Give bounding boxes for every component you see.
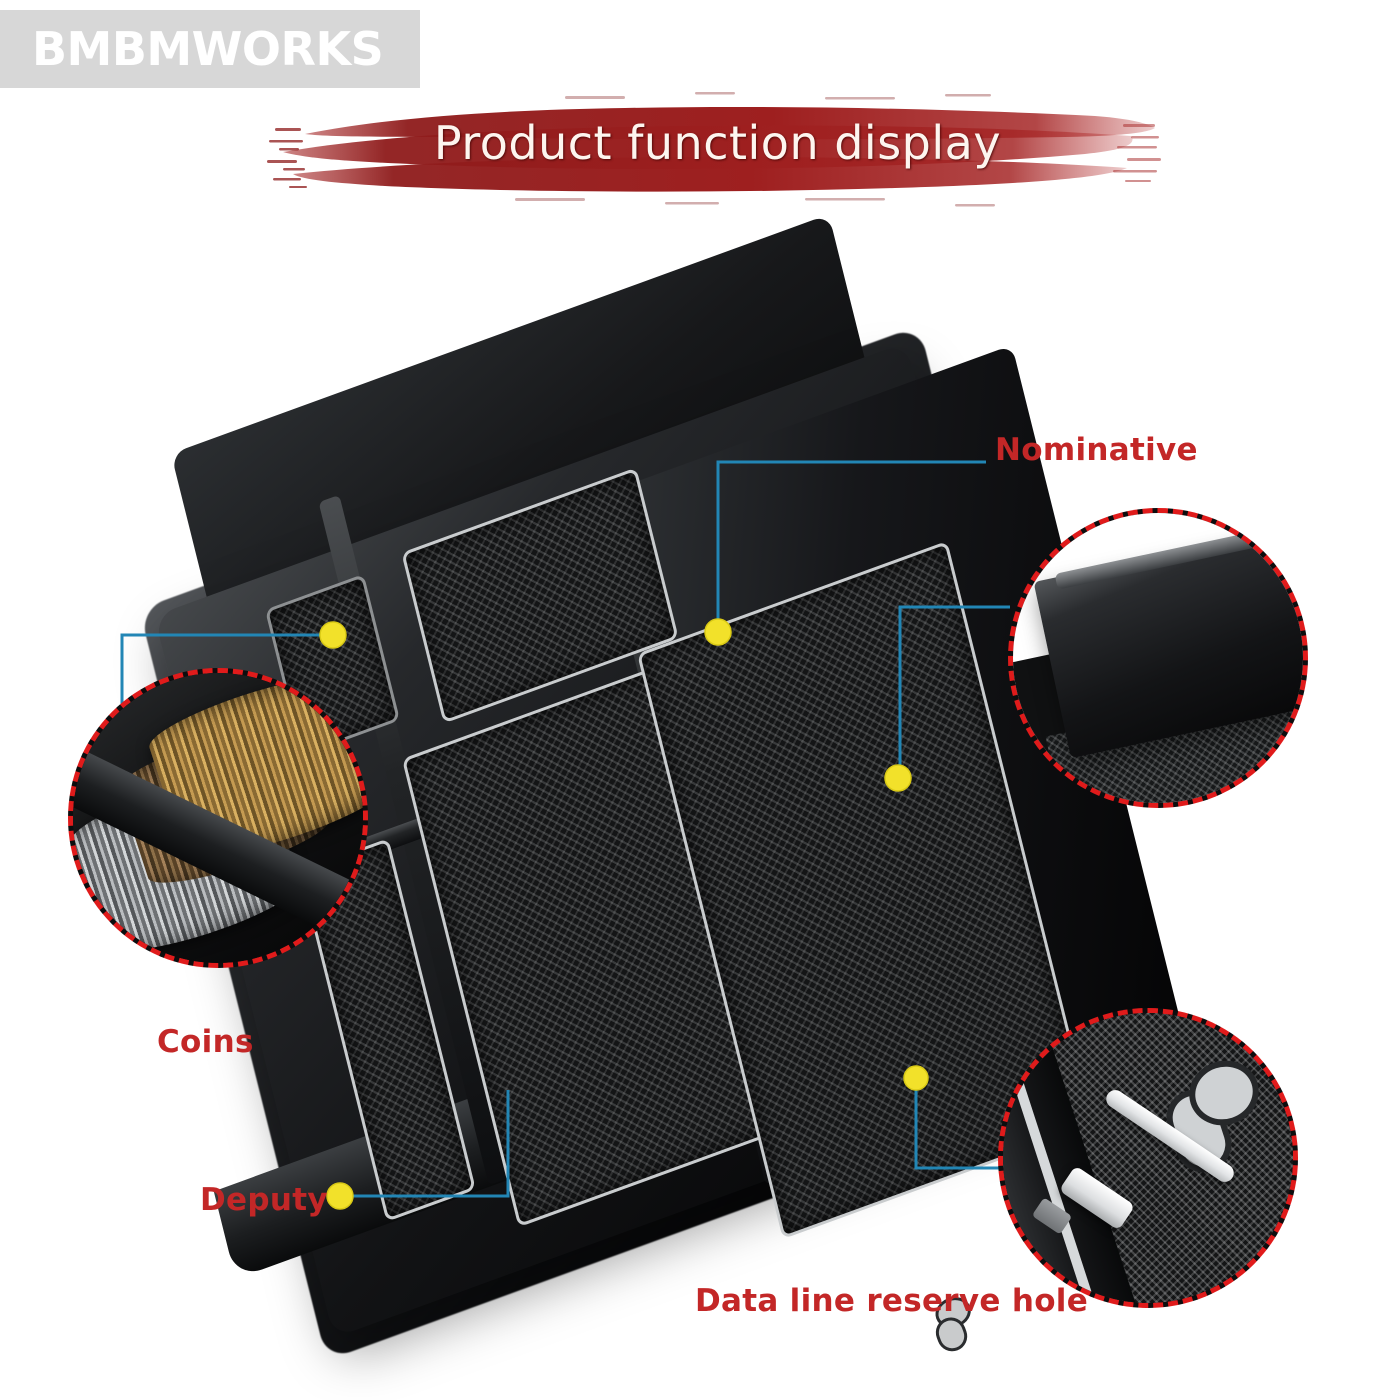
callout-label-nominative: Nominative — [995, 432, 1198, 468]
detail-circle-divider-content — [1013, 513, 1303, 803]
brush-stroke-graphic — [267, 92, 1161, 207]
detail-circle-cable-content — [1003, 1013, 1293, 1303]
callout-label-coins: Coins — [157, 1024, 254, 1060]
callout-label-deputy: Deputy — [200, 1182, 328, 1218]
banner: Product function display — [265, 78, 1170, 223]
keyhole-slot-part — [935, 1317, 968, 1352]
detail-circle-coins — [68, 668, 368, 968]
detail-circle-coins-content — [73, 673, 363, 963]
brand-watermark: BMBMWORKS — [0, 10, 420, 88]
detail-circle-cable — [998, 1008, 1298, 1308]
banner-title: Product function display — [433, 116, 1002, 170]
brand-watermark-text: BMBMWORKS — [32, 22, 384, 76]
detail-circle-divider — [1008, 508, 1308, 808]
